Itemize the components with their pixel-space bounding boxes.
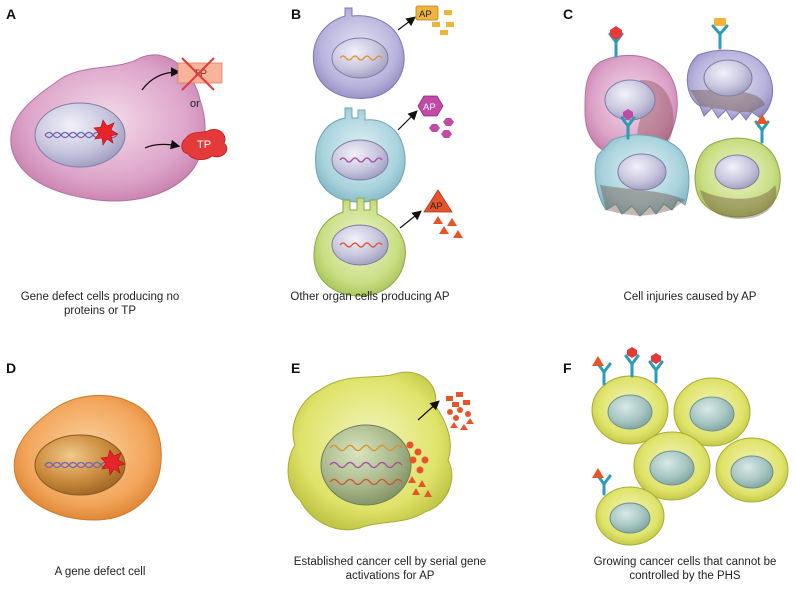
panel-label-e: E [291,360,301,376]
receptor-c3 [620,116,636,140]
panel-e [287,371,474,531]
bound-ap-c4 [756,114,768,124]
nucleus-d [34,434,126,496]
arrow-b3 [399,210,422,229]
caption-e: Established cancer cell by serial gene a… [270,555,510,583]
ap-triangle-icon [423,189,453,213]
ap-cluster-inside [406,441,432,497]
bound-ap-f4 [592,468,604,478]
panel-b: AP AP AP [312,5,463,297]
caption-a-line2: proteins or TP [63,305,136,317]
cancer-cell-f3 [633,431,711,501]
caption-e-line2: activations for AP [345,570,435,582]
ap-hexagon-icon [417,95,444,117]
damage-shading-c4 [700,185,777,219]
panel-a: TP or TP [10,54,228,202]
cancer-cell-f1 [591,375,669,445]
damage-shading-c3 [600,185,685,216]
panel-d [13,394,162,521]
bound-ap-c2 [714,18,726,26]
caption-f-line2: controlled by the PHS [629,570,741,582]
receptor-c4 [754,120,770,144]
caption-a: Gene defect cells producing no proteins … [0,290,200,318]
arrow-b1 [397,16,416,31]
caption-c: Cell injuries caused by AP [623,291,757,303]
tp-crossed-label: TP [193,68,207,80]
ap-label-b3: AP [430,201,443,212]
panel-label-d: D [6,360,17,376]
ap-tri-small-3 [439,226,449,234]
mutation-burst-icon [93,119,119,146]
panel-label-a: A [6,6,17,22]
dna-helices-e [329,444,403,486]
caption-f: Growing cancer cells that cannot be cont… [585,555,785,583]
bound-ap-c3 [623,109,633,120]
ap-hex-small-3 [441,130,452,138]
receptors-f [596,354,664,496]
ap-small-1 [444,10,452,15]
ap-tri-small-4 [453,230,463,238]
cancer-cell-f4 [715,437,789,503]
ap-small-3 [446,22,454,27]
caption-a-line1: Gene defect cells producing no [20,291,180,303]
receptor-c2 [711,24,729,50]
mutation-burst-icon-d [100,449,126,476]
nucleus-a [34,102,126,168]
ap-hex-small-2 [429,124,440,132]
nucleus-c1 [604,79,656,121]
caption-b: Other organ cells producing AP [290,291,450,303]
dna-helix-b2 [339,157,383,163]
ap-box-icon [415,5,439,21]
panel-label-c: C [563,6,574,22]
nucleus-c4 [714,154,760,190]
ap-cluster-outside [446,392,474,430]
tp-normal-label: TP [197,139,211,151]
nucleus-e [320,424,412,506]
nucleus-b1 [331,37,389,79]
ap-small-4 [440,30,448,35]
cancer-cell-f5 [595,486,665,546]
caption-f-line1: Growing cancer cells that cannot be [593,556,777,568]
ap-tri-small-2 [447,218,457,226]
bound-ap-f3 [651,353,661,364]
ap-tri-small-1 [433,216,443,224]
bound-ap-f2 [627,347,637,358]
panel-label-f: F [563,360,572,376]
caption-d: A gene defect cell [54,566,146,578]
arrow-a-top [141,67,181,91]
nucleus-c3 [617,153,667,191]
nucleus-b3 [331,224,389,266]
ap-label-b2: AP [423,102,436,113]
cross-out-line-2 [181,57,215,91]
ap-small-2 [432,22,440,27]
damage-shading-c2 [690,89,765,112]
bound-ap-f1 [592,356,604,366]
arrow-e [417,400,440,421]
cancer-cell-f2 [673,377,751,447]
ap-label-b1: AP [419,9,432,20]
nucleus-b2 [331,139,389,181]
arrow-b2 [397,110,418,131]
tp-blob [181,129,228,160]
or-text: or [190,98,200,110]
bound-ap-c1 [610,26,622,40]
panel-f [591,347,789,546]
ap-hex-small-1 [443,118,454,126]
panel-c [584,18,781,219]
dna-helix-b1 [339,55,383,61]
panel-label-b: B [291,6,302,22]
caption-e-line1: Established cancer cell by serial gene [293,556,487,568]
arrow-a-bottom [144,139,181,150]
nucleus-c2 [703,59,753,97]
dna-helix-b3 [339,242,383,248]
